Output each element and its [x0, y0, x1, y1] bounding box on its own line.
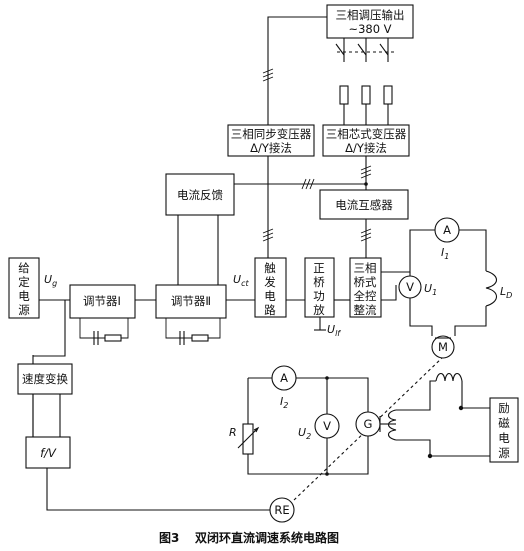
reference-char-3: 电	[18, 289, 30, 303]
three-phase-tick-marks	[262, 68, 372, 242]
excitation-char-4: 源	[498, 446, 510, 460]
i1-label: I1	[441, 246, 449, 261]
fuse-phase-c	[383, 85, 393, 105]
excitation-source-block: 励 磁 电 源	[489, 397, 519, 463]
sync-transformer-label-line1: 三相同步变压器	[231, 127, 312, 141]
excitation-char-1: 励	[498, 401, 510, 415]
ug-label: Ug	[44, 273, 57, 288]
bridge-rectifier-block: 三相 桥式 全控 整流	[349, 257, 382, 318]
sync-transformer-label-line2: Δ/Y接法	[250, 141, 292, 155]
speed-convert-label: 速度变换	[22, 372, 68, 386]
ammeter-a2-label: A	[280, 371, 288, 385]
excitation-char-2: 磁	[498, 416, 510, 430]
bridge-line-2: 桥式	[354, 275, 377, 289]
trigger-char-3: 电	[264, 289, 276, 303]
supply-label-line2: ~380 V	[348, 22, 391, 36]
pulse-amp-char-3: 功	[313, 289, 325, 303]
i2-label: I2	[280, 395, 288, 410]
voltmeter-v2-label: V	[323, 419, 331, 433]
core-transformer-label-line2: Δ/Y接法	[345, 141, 387, 155]
trigger-circuit-block: 触 发 电 路	[254, 257, 287, 318]
pulse-amp-char-1: 正	[313, 261, 325, 275]
caption-title: 双闭环直流调速系统电路图	[195, 530, 339, 545]
pulse-amp-char-4: 放	[313, 303, 325, 317]
motor-field-winding	[435, 372, 463, 382]
u1-label: U1	[424, 282, 437, 297]
reference-char-2: 定	[18, 275, 30, 289]
encoder-label: RE	[274, 503, 289, 517]
caption-number: 图3	[159, 531, 179, 545]
voltmeter-v1: V	[398, 275, 422, 299]
motor-label: M	[438, 340, 448, 354]
trigger-char-1: 触	[264, 261, 276, 275]
reference-char-4: 源	[18, 303, 30, 317]
ammeter-a1-label: A	[443, 223, 451, 237]
trigger-char-2: 发	[264, 275, 276, 289]
current-feedback-block: 电流反馈	[165, 173, 235, 216]
bridge-line-3: 全控	[354, 289, 377, 303]
inductor-ld	[485, 270, 498, 307]
generator-field-winding	[387, 409, 397, 441]
trigger-char-4: 路	[264, 303, 276, 317]
regulator2-block: 调节器Ⅱ	[155, 284, 227, 319]
fv-label: f/V	[40, 446, 57, 460]
excitation-char-3: 电	[498, 431, 510, 445]
junction-dots	[325, 182, 464, 476]
fuse-group	[335, 43, 396, 105]
speed-convert-block: 速度变换	[17, 363, 73, 395]
ld-label: LD	[500, 285, 512, 300]
core-transformer-label-line1: 三相芯式变压器	[326, 127, 407, 141]
figure-caption: 图3 双闭环直流调速系统电路图	[159, 530, 339, 545]
uct-label: Uct	[233, 273, 249, 288]
r-label: R	[229, 426, 237, 439]
current-feedback-label: 电流反馈	[177, 188, 223, 202]
current-transformer-label: 电流互感器	[335, 198, 393, 212]
rotary-encoder-re: RE	[269, 497, 295, 523]
supply-block: 三相调压输出 ~380 V	[326, 4, 414, 39]
rheostat-r	[237, 423, 260, 455]
ammeter-a2: A	[271, 365, 297, 391]
voltmeter-v1-label: V	[406, 280, 414, 294]
regulator2-label: 调节器Ⅱ	[171, 294, 211, 308]
voltmeter-v2: V	[314, 413, 340, 439]
pulse-amplifier-block: 正 桥 功 放	[304, 257, 335, 318]
reference-source-block: 给 定 电 源	[8, 257, 40, 319]
ammeter-a1: A	[434, 217, 460, 243]
ulf-label: Ulf	[327, 323, 341, 338]
fuse-phase-b	[361, 85, 371, 105]
supply-label-line1: 三相调压输出	[336, 8, 405, 22]
bridge-line-1: 三相	[354, 261, 377, 275]
current-transformer-block: 电流互感器	[319, 189, 409, 220]
pulse-amp-char-2: 桥	[313, 275, 325, 289]
regulator1-label: 调节器Ⅰ	[83, 294, 121, 308]
generator-label: G	[364, 417, 373, 431]
regulator1-feedback-network	[93, 331, 122, 345]
fuse-phase-a	[339, 85, 349, 105]
bridge-line-4: 整流	[354, 303, 377, 317]
reference-char-1: 给	[18, 261, 30, 275]
core-transformer-block: 三相芯式变压器 Δ/Y接法	[322, 124, 410, 157]
u2-label: U2	[298, 426, 311, 441]
regulator2-feedback-network	[179, 331, 209, 345]
sync-transformer-block: 三相同步变压器 Δ/Y接法	[227, 124, 315, 157]
fv-converter-block: f/V	[25, 436, 71, 469]
regulator1-block: 调节器Ⅰ	[69, 284, 136, 319]
generator-g: G	[355, 411, 381, 437]
motor-m: M	[431, 335, 455, 359]
